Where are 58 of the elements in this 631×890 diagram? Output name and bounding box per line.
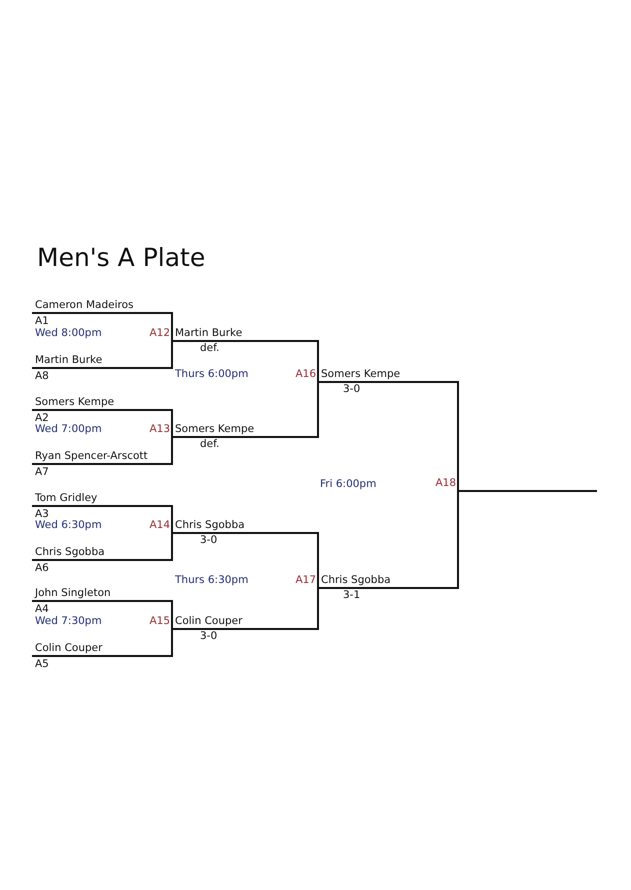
match-number: A14 xyxy=(149,519,170,532)
match-time: Wed 7:00pm xyxy=(35,423,102,436)
result-label: def. xyxy=(200,438,220,451)
bracket-connector xyxy=(317,587,319,630)
bracket-connector xyxy=(317,532,319,589)
bracket-connector xyxy=(171,436,173,465)
player-slot: Somers Kempe xyxy=(172,423,318,438)
bracket-connector xyxy=(171,628,173,657)
result-label: 3-1 xyxy=(343,589,360,602)
match-time: Wed 6:30pm xyxy=(35,519,102,532)
match-time: Wed 8:00pm xyxy=(35,327,102,340)
player-slot: Chris Sgobba xyxy=(32,546,172,561)
match-number: A17 xyxy=(295,574,316,587)
player-slot: John Singleton xyxy=(32,587,172,602)
player-slot: Chris Sgobba xyxy=(318,574,458,589)
match-number: A13 xyxy=(149,423,170,436)
player-slot: Martin Burke xyxy=(172,327,318,342)
match-time: Thurs 6:00pm xyxy=(175,368,248,381)
player-slot: Tom Gridley xyxy=(32,492,172,507)
player-slot: Ryan Spencer-Arscott xyxy=(32,450,172,465)
match-number: A12 xyxy=(149,327,170,340)
match-number: A18 xyxy=(435,477,456,490)
bracket-connector xyxy=(171,340,173,369)
bracket-connector xyxy=(317,340,319,383)
seed-label: A6 xyxy=(35,562,49,575)
bracket-line xyxy=(458,490,597,492)
result-label: 3-0 xyxy=(200,630,218,643)
match-time: Thurs 6:30pm xyxy=(175,574,248,587)
bracket-connector xyxy=(171,600,173,630)
seed-label: A7 xyxy=(35,466,49,479)
bracket-connector xyxy=(171,312,173,342)
seed-label: A4 xyxy=(35,603,49,616)
seed-label: A5 xyxy=(35,658,49,671)
bracket-connector xyxy=(317,381,319,438)
player-slot: Cameron Madeiros xyxy=(32,299,172,314)
title: Men's A Plate xyxy=(37,243,206,273)
seed-label: A1 xyxy=(35,315,49,328)
player-slot: Chris Sgobba xyxy=(172,519,318,534)
match-number: A15 xyxy=(149,615,170,628)
player-slot: Colin Couper xyxy=(172,615,318,630)
seed-label: A3 xyxy=(35,508,49,520)
bracket-connector xyxy=(457,381,459,492)
seed-label: A2 xyxy=(35,412,49,424)
match-time: Wed 7:30pm xyxy=(35,615,102,628)
result-label: 3-0 xyxy=(200,534,218,547)
result-label: 3-0 xyxy=(343,383,360,396)
result-label: def. xyxy=(200,342,220,355)
seed-label: A8 xyxy=(35,370,49,383)
player-slot: Somers Kempe xyxy=(318,368,458,383)
bracket-connector xyxy=(171,505,173,534)
player-slot: Colin Couper xyxy=(32,642,172,657)
match-number: A16 xyxy=(295,368,316,381)
bracket-connector xyxy=(171,532,173,561)
bracket-connector xyxy=(457,490,459,589)
bracket-connector xyxy=(171,409,173,438)
match-time: Fri 6:00pm xyxy=(320,478,376,491)
player-slot: Martin Burke xyxy=(32,354,172,369)
player-slot: Somers Kempe xyxy=(32,396,172,411)
